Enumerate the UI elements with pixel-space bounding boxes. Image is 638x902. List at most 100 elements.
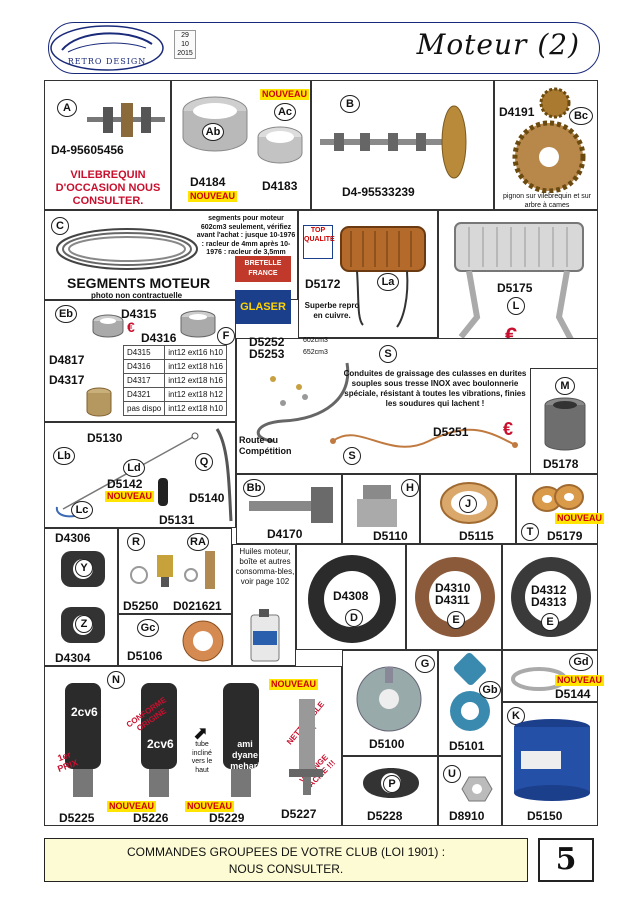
gasket-gc-code: D5106 [127, 649, 163, 663]
cell-copper-washer: J D5115 [420, 474, 516, 544]
table-cell: D4321 [122, 387, 166, 402]
arrow-up-icon: ⬈ [193, 723, 209, 743]
cell-o-ring: Gd NOUVEAU D5144 [502, 650, 605, 702]
tag-eb: Eb [55, 305, 77, 323]
tag-lc: Lc [71, 501, 93, 519]
tag-a: A [57, 99, 77, 117]
tag-ac: Ac [274, 103, 296, 121]
page-title: Moteur (2) [416, 28, 580, 61]
radiator-code: D5175 [497, 281, 533, 295]
bearing-d4315-code: D4315 [121, 307, 157, 321]
tag-bb: Bb [243, 479, 265, 497]
oil-seal-d-image [308, 555, 396, 643]
tag-gb: Gb [479, 681, 501, 699]
tag-j: J [459, 495, 477, 513]
gasket-gc-image [182, 620, 224, 662]
filter-d5225-code: D5225 [59, 811, 95, 825]
drain-plug-image [357, 485, 397, 527]
tag-n: N [107, 671, 125, 689]
tag-t: T [521, 523, 539, 541]
gasket-y-code: D4306 [55, 531, 91, 545]
oil-line-label: Route ou Compétition [239, 435, 292, 456]
cell-oil: Huiles moteur, boîte et autres consomma-… [232, 544, 296, 666]
oil-cooler-code: D5172 [305, 277, 341, 291]
bolt-image [249, 487, 333, 523]
cell-plug: H D5110 [342, 474, 420, 544]
copper-washer-code: D5115 [459, 529, 494, 543]
o-ring-code: D5144 [555, 687, 591, 701]
top-qualite-logo: TOP QUALITE [303, 225, 335, 259]
copper-oil-line-image [330, 428, 518, 448]
table-cell: D4317 [122, 373, 166, 388]
date-month: 10 [181, 41, 189, 48]
tag-g: G [415, 655, 435, 673]
filter-d5226-code: D5226 [133, 811, 169, 825]
footer-notice: COMMANDES GROUPEES DE VOTRE CLUB (LOI 19… [44, 838, 528, 882]
oil-seal-d4312-code: D4312 [531, 583, 567, 597]
pump-rotor-image [450, 653, 490, 731]
cell-gears: D4191 Bc pignon sur vilebrequin et sur a… [494, 80, 598, 210]
oil-line-d5252-cc: 602cm3 [303, 337, 328, 344]
cell-bearings: NOUVEAU Ac Ab D4184 NOUVEAU D4183 [171, 80, 311, 210]
oil-cooler-image [340, 226, 426, 328]
cell-oil-cooler: TOP QUALITE La D5172 Superbe repro en cu… [298, 210, 438, 338]
cell-oil-filter: K D5150 [502, 702, 598, 826]
filter-d5227-code: D5227 [281, 807, 317, 821]
cell-gasket-gc: Gc D5106 [118, 614, 232, 666]
footer-line-1: COMMANDES GROUPEES DE VOTRE CLUB (LOI 19… [126, 845, 446, 859]
tag-e-right: E [541, 613, 559, 631]
o-ring-badge: NOUVEAU [555, 675, 605, 686]
dipstick-tube-code: D5140 [189, 491, 225, 505]
needle-bearing-1-image [92, 314, 124, 338]
euro-icon: € [503, 419, 514, 439]
tag-l: L [507, 297, 525, 315]
cell-copper-seal: NOUVEAU T D5179 [516, 474, 605, 544]
oil-seal-d4310-code: D4310 [435, 581, 471, 595]
braided-oil-line-image [256, 362, 350, 443]
tag-y: Y [75, 559, 93, 577]
dipstick-cap-code: D5142 [107, 477, 143, 491]
dipstick-code: D5130 [87, 431, 123, 445]
tube-note: tube incliné vers le haut [191, 741, 213, 774]
sender-code: D5250 [123, 599, 159, 613]
rings-note: segments pour moteur 602cm3 seulement, v… [196, 215, 296, 256]
bushing-d4317-code: D4317 [49, 373, 85, 387]
oil-seal-d4313-code: D4313 [531, 595, 567, 609]
table-cell: int12 ext18 h10 [164, 401, 227, 416]
gear-note: pignon sur vilebrequin et sur arbre à ca… [503, 193, 591, 209]
retro-design-logo: RETRO DESIGN [48, 22, 166, 74]
tag-p: P [383, 775, 401, 793]
tag-gc: Gc [137, 619, 159, 637]
glaser-logo: GLASER [235, 290, 291, 324]
table-cell: int12 ext16 h10 [164, 345, 227, 360]
oil-seal-e-mid-image [415, 557, 495, 637]
cell-brands: BRETELLE FRANCE GLASER [231, 210, 294, 328]
cell-rotor: Gb D5101 [438, 650, 502, 756]
cell-sleeve: M D5178 [530, 368, 598, 474]
cell-bolt: Bb D4170 [236, 474, 342, 544]
tag-c: C [51, 217, 69, 235]
footer-line-2: NOUS CONSULTER. [228, 862, 344, 876]
dipstick-lc-code: D5131 [159, 513, 195, 527]
bearing-ring-image [257, 126, 303, 164]
bearing-ac-code: D4183 [262, 179, 298, 193]
rings-subtitle: photo non contractuelle [91, 291, 183, 300]
oil-filter-code: D5150 [527, 809, 563, 823]
filter-label-3: ami dyane mehari [230, 739, 260, 771]
tag-gd: Gd [569, 653, 593, 671]
tag-bc: Bc [569, 107, 593, 125]
bretelle-logo: BRETELLE FRANCE [235, 256, 291, 282]
table-cell: int12 ext18 h16 [164, 359, 227, 374]
copper-seal-code: D5179 [547, 529, 583, 543]
cell-oil-pump-g: G D5100 [342, 650, 438, 756]
oil-seal-d-code: D4308 [333, 589, 369, 603]
filter-badge-1: NOUVEAU [269, 679, 319, 690]
camshaft-image [320, 105, 467, 179]
oil-pump-code: D5100 [369, 737, 405, 751]
oil-filter-housings-image [65, 683, 259, 797]
cell-rings: C segments pour moteur 602cm3 seulement,… [44, 210, 298, 300]
cell-nut: U D8910 [438, 756, 502, 826]
